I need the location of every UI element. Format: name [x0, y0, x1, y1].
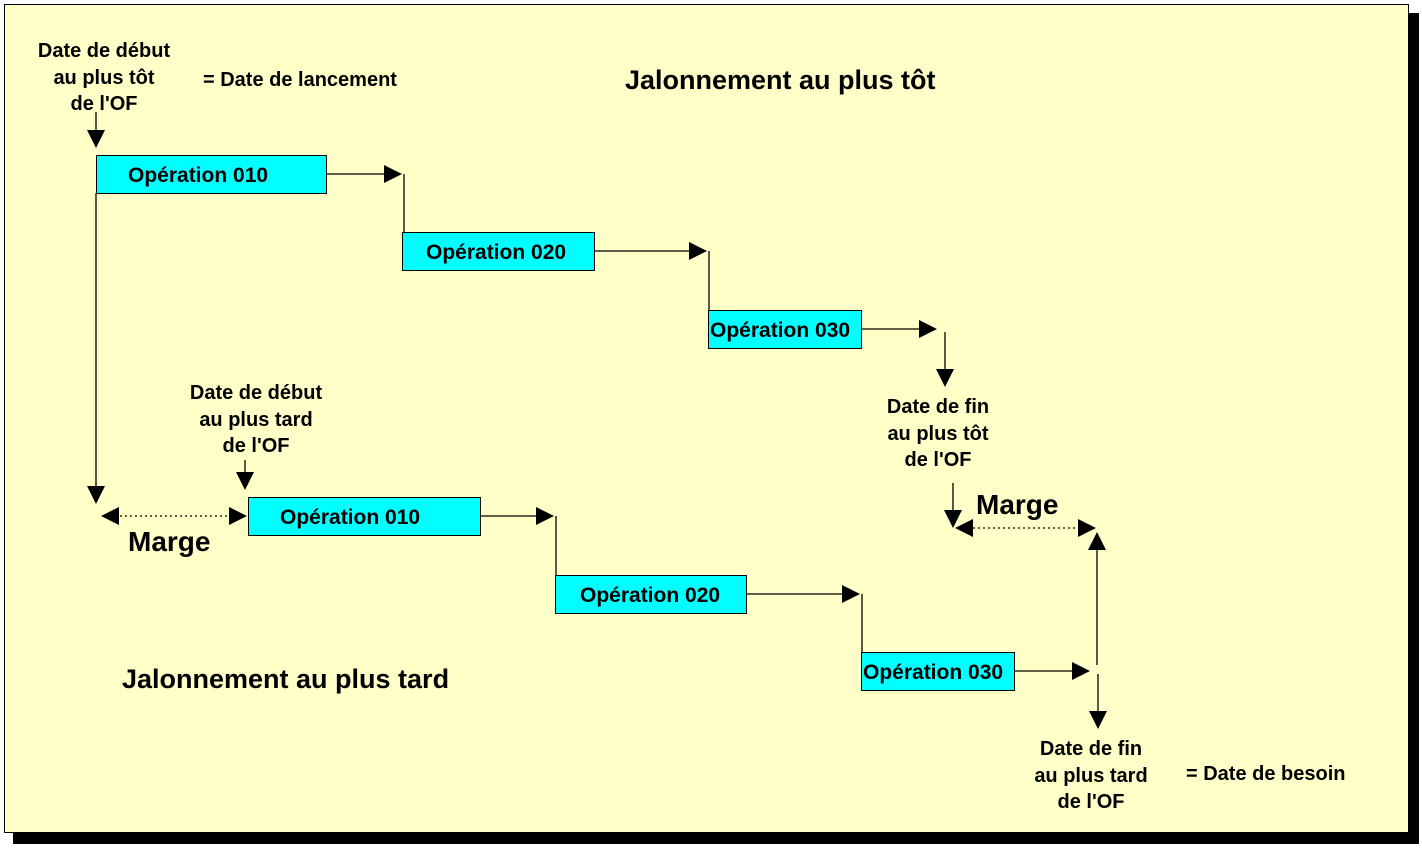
margin-left-label: Marge — [128, 526, 211, 557]
late-start-arrowhead — [236, 472, 254, 490]
late-op010-arrowhead — [536, 507, 554, 525]
late-operation-030: Opération 030 — [861, 652, 1015, 691]
early-end-label-line1: Date de fin — [886, 396, 990, 418]
late-start-label-line3: de l'OF — [222, 435, 290, 457]
late-start-label-line1: Date de début — [189, 382, 323, 404]
diagram-frame — [4, 4, 1409, 833]
early-start-label-line3: de l'OF — [70, 93, 138, 115]
late-end-label-line3: de l'OF — [1057, 791, 1125, 813]
early-operation-030: Opération 030 — [708, 310, 862, 349]
margin-right-arrowhead-left — [955, 519, 973, 537]
early-op010-arrowhead — [384, 165, 402, 183]
late-start-label-line2: au plus tard — [199, 409, 313, 431]
need-date-label: = Date de besoin — [1186, 763, 1346, 785]
early-end-label-line2: au plus tôt — [887, 423, 989, 445]
late-operation-020: Opération 020 — [555, 575, 747, 614]
late-schedule-title: Jalonnement au plus tard — [122, 664, 450, 694]
margin-right-arrowhead-right — [1078, 519, 1096, 537]
late-op020-arrowhead — [842, 585, 860, 603]
early-start-label-line1: Date de début — [37, 40, 171, 62]
early-op020-arrowhead — [689, 242, 707, 260]
late-end-label-line1: Date de fin — [1039, 738, 1143, 760]
margin-left-arrowhead-right — [229, 507, 247, 525]
early-end-label-line3: de l'OF — [904, 449, 972, 471]
early-schedule-title: Jalonnement au plus tôt — [625, 65, 936, 95]
late-end-label-line2: au plus tard — [1034, 765, 1148, 787]
margin-left-arrowhead-left — [101, 507, 119, 525]
late-operation-010: Opération 010 — [248, 497, 481, 536]
early-end-pointer-arrowhead — [944, 510, 962, 528]
early-end-arrowhead — [936, 369, 954, 387]
early-op030-arrowhead — [919, 320, 937, 338]
early-vertical-arrowhead — [87, 486, 105, 504]
late-op030-arrowhead — [1072, 662, 1090, 680]
early-start-arrowhead — [87, 130, 105, 148]
early-start-label-line2: au plus tôt — [53, 67, 155, 89]
launch-date-label: = Date de lancement — [203, 69, 397, 91]
need-date-up-arrowhead — [1088, 532, 1106, 550]
late-end-arrowhead — [1089, 711, 1107, 729]
margin-right-label: Marge — [976, 489, 1059, 520]
early-operation-020: Opération 020 — [402, 232, 595, 271]
early-operation-010: Opération 010 — [96, 155, 327, 194]
